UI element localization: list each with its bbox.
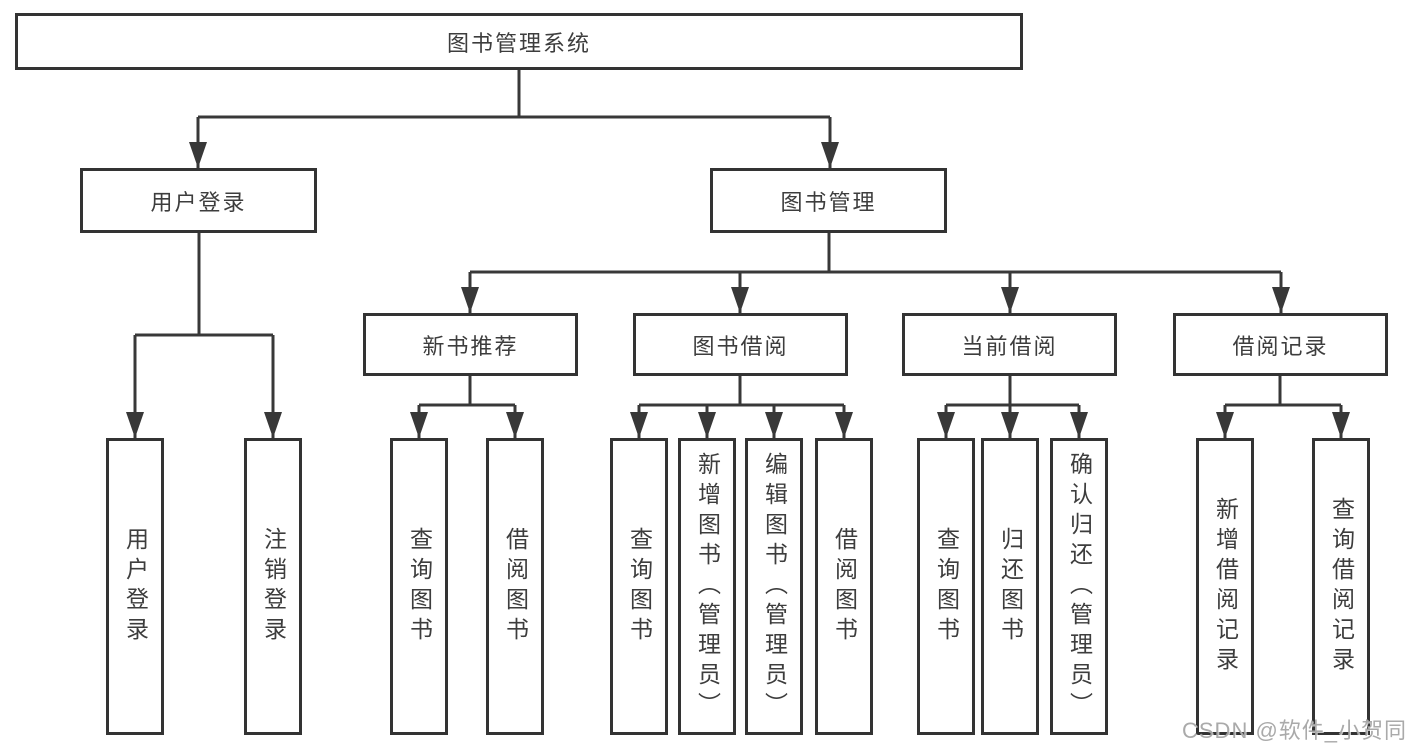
node-label: 用户登录: [150, 189, 247, 215]
leaf-label: 借阅图书: [502, 526, 529, 647]
leaf-br-query-record: 查询借阅记录: [1312, 438, 1370, 735]
node-new-book-recommend: 新书推荐: [363, 313, 578, 376]
leaf-label: 新增图书（管理员）: [694, 451, 721, 722]
leaf-nb-borrow-books: 借阅图书: [486, 438, 544, 735]
node-library-management-system: 图书管理系统: [15, 13, 1023, 70]
node-user-login: 用户登录: [80, 168, 317, 233]
node-label: 图书管理: [780, 189, 877, 215]
leaf-cb-return-books: 归还图书: [981, 438, 1039, 735]
leaf-label: 查询图书: [933, 526, 960, 647]
leaf-label: 归还图书: [997, 526, 1024, 647]
leaf-cb-confirm-return-admin: 确认归还（管理员）: [1050, 438, 1108, 735]
node-book-management: 图书管理: [710, 168, 947, 233]
node-current-borrowing: 当前借阅: [902, 313, 1117, 376]
leaf-label: 新增借阅记录: [1212, 496, 1239, 677]
leaf-label: 用户登录: [122, 526, 149, 647]
leaf-nb-query-books: 查询图书: [390, 438, 448, 735]
node-label: 借阅记录: [1232, 333, 1329, 359]
leaf-label: 借阅图书: [831, 526, 858, 647]
leaf-user-login: 用户登录: [106, 438, 164, 735]
node-book-borrowing: 图书借阅: [633, 313, 848, 376]
node-label: 新书推荐: [422, 333, 519, 359]
node-borrowing-records: 借阅记录: [1173, 313, 1388, 376]
leaf-label: 确认归还（管理员）: [1066, 451, 1093, 722]
leaf-label: 查询图书: [406, 526, 433, 647]
leaf-bb-query-books: 查询图书: [610, 438, 668, 735]
leaf-bb-add-book-admin: 新增图书（管理员）: [678, 438, 736, 735]
node-label: 图书管理系统: [446, 30, 591, 56]
node-label: 图书借阅: [692, 333, 789, 359]
csdn-watermark: CSDN @软件_小贺同学: [1182, 718, 1405, 743]
node-label: 当前借阅: [961, 333, 1058, 359]
leaf-label: 查询图书: [626, 526, 653, 647]
leaf-cb-query-books: 查询图书: [917, 438, 975, 735]
leaf-bb-edit-book-admin: 编辑图书（管理员）: [745, 438, 803, 735]
leaf-bb-borrow-books: 借阅图书: [815, 438, 873, 735]
leaf-logout: 注销登录: [244, 438, 302, 735]
leaf-label: 编辑图书（管理员）: [761, 451, 788, 722]
leaf-label: 注销登录: [260, 526, 287, 647]
leaf-label: 查询借阅记录: [1328, 496, 1355, 677]
leaf-br-add-record: 新增借阅记录: [1196, 438, 1254, 735]
